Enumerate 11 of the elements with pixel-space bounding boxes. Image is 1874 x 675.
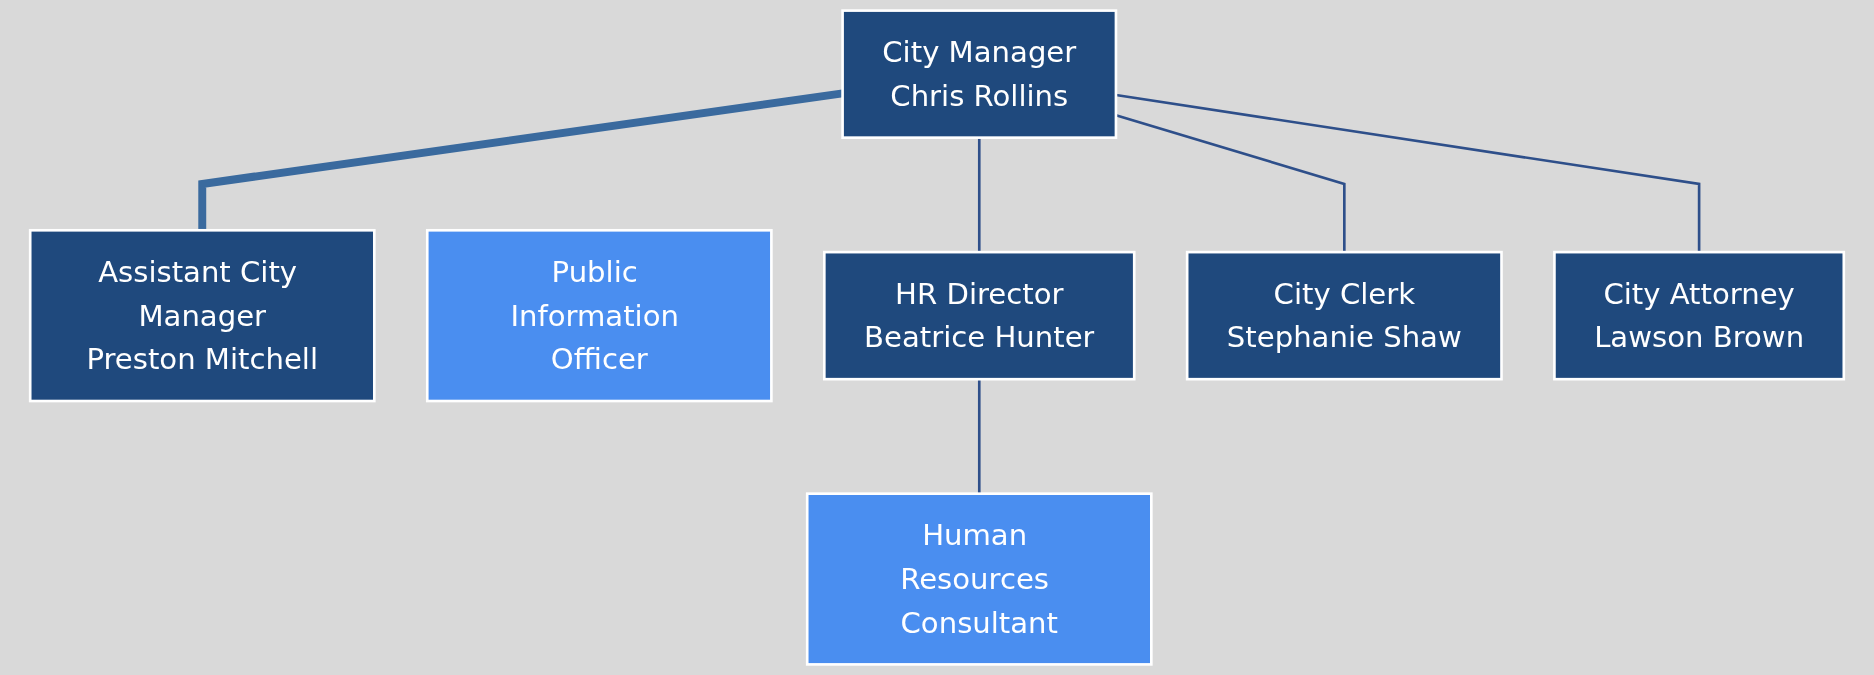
connector [1115,114,1346,253]
connector [1115,93,1701,253]
node-box: Human Resources Consultant [805,492,1153,666]
node-box: HR Director Beatrice Hunter [823,250,1136,381]
connector [977,137,981,253]
connector [977,379,981,494]
node-box: Assistant City Manager Preston Mitchell [28,228,376,403]
node-box: City Manager Chris Rollins [841,9,1118,139]
node-box: City Clerk Stephanie Shaw [1185,250,1503,381]
node-box: City Attorney Lawson Brown [1553,250,1846,381]
node-box: Public Information Officer [425,228,773,403]
